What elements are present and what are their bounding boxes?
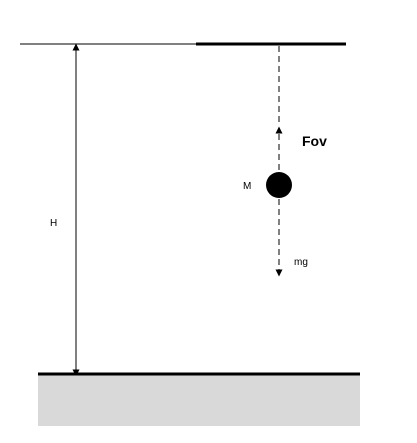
height-label: H: [50, 218, 57, 229]
ground-block: [38, 375, 360, 426]
force-up-label: Fov: [302, 133, 327, 149]
mass-label: M: [243, 181, 251, 192]
mass-ball: [266, 172, 292, 198]
force-down-label: mg: [294, 257, 308, 268]
